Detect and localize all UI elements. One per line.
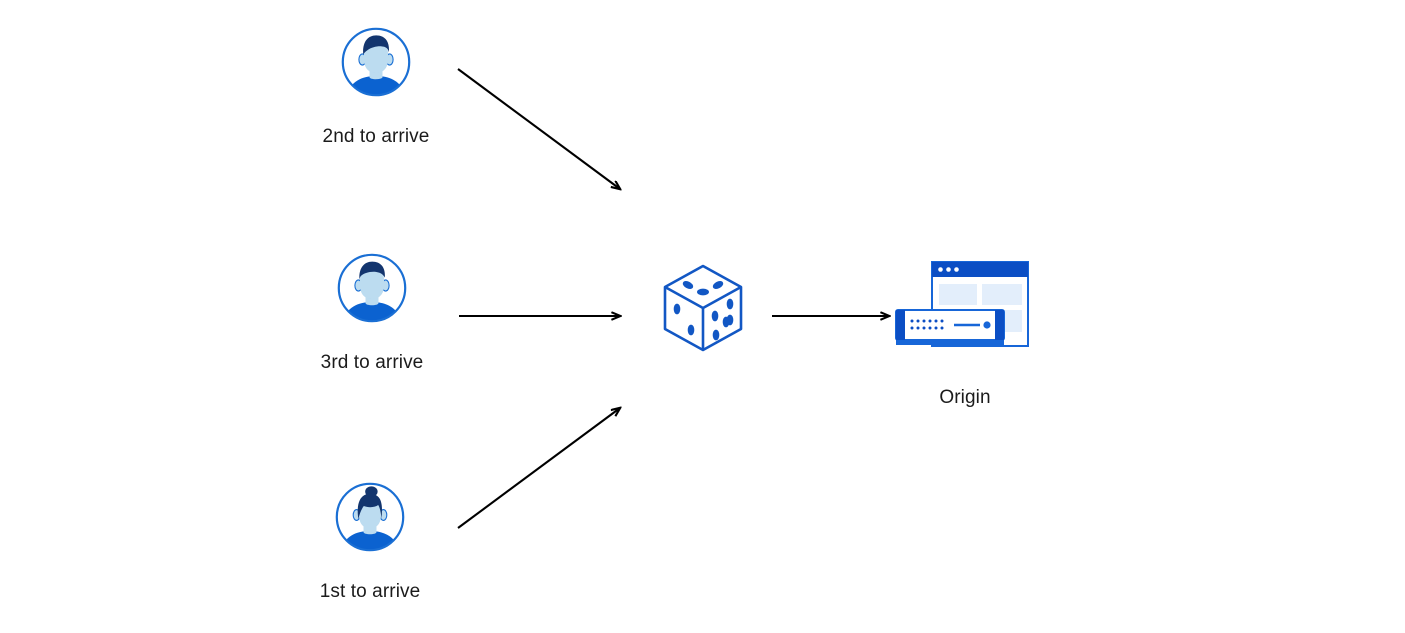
node-visitor-3rd[interactable]: 3rd to arrive bbox=[308, 252, 436, 375]
node-label-visitor-2nd: 2nd to arrive bbox=[322, 126, 430, 147]
node-dice[interactable] bbox=[655, 262, 751, 359]
node-origin[interactable]: Origin bbox=[890, 252, 1040, 410]
node-label-visitor-1st: 1st to arrive bbox=[319, 581, 421, 602]
edge-2nd-to-dice bbox=[457, 68, 620, 189]
node-label-origin: Origin bbox=[939, 387, 991, 408]
user-avatar-female-icon bbox=[334, 481, 406, 553]
origin-server-icon bbox=[890, 252, 1040, 367]
node-visitor-2nd[interactable]: 2nd to arrive bbox=[312, 26, 440, 149]
dice-icon bbox=[659, 262, 747, 359]
user-avatar-male-icon bbox=[340, 26, 412, 98]
node-label-visitor-3rd: 3rd to arrive bbox=[320, 352, 424, 373]
node-visitor-1st[interactable]: 1st to arrive bbox=[306, 481, 434, 604]
edge-1st-to-dice bbox=[457, 408, 620, 529]
router-icon bbox=[895, 309, 1005, 345]
user-avatar-male-icon bbox=[336, 252, 408, 324]
